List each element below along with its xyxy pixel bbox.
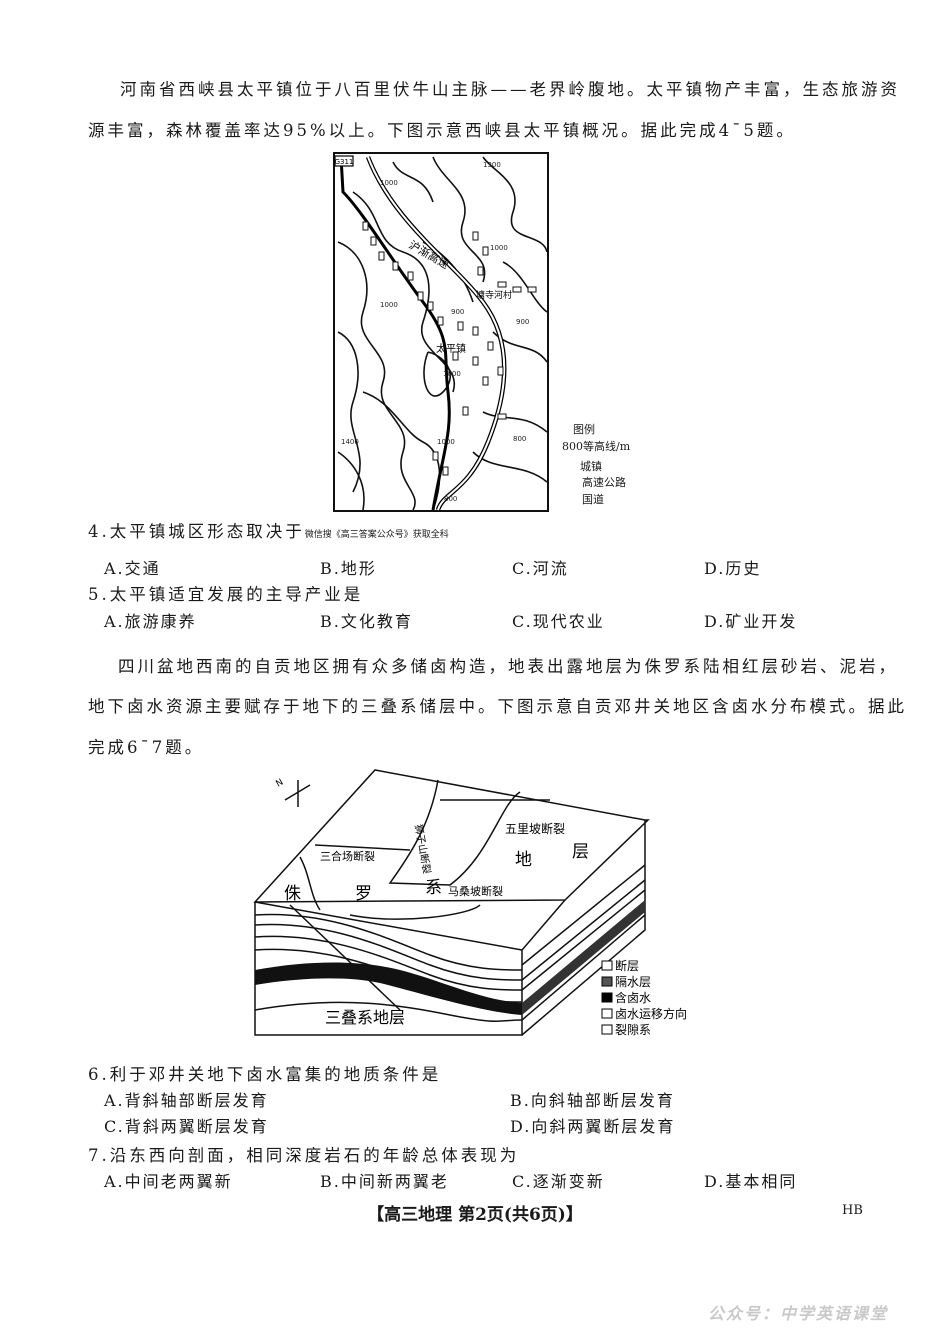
taiping-map: G311 沪渐高速 塘寺河村 太平镇 1300 1000 1000 1000 9… — [333, 152, 549, 512]
paper-code: HB — [842, 1203, 863, 1218]
q5-option-c: C.现代农业 — [512, 612, 605, 631]
q7-option-c: C.逐渐变新 — [512, 1172, 605, 1191]
page-footer: 【高三地理 第2页(共6页)】 — [367, 1205, 583, 1225]
route-shield: G311 — [335, 158, 354, 166]
q4-note: 微信搜《高三答案公众号》获取全科 — [304, 530, 449, 540]
q5-stem: 5.太平镇适宜发展的主导产业是 — [88, 585, 364, 604]
legend-brine-migration: 卤水运移方向 — [615, 1006, 687, 1021]
surface-label: 地 — [515, 850, 532, 870]
q4-option-a: A.交通 — [104, 559, 161, 578]
legend-aquitard: 隔水层 — [615, 975, 651, 989]
contour-label: 1000 — [490, 244, 508, 252]
surface-label: 系 — [425, 878, 442, 898]
legend-fault: 断层 — [615, 958, 639, 973]
town-label: 太平镇 — [436, 342, 466, 355]
surface-label: 罗 — [355, 884, 372, 904]
legend-national-road: 国道 — [582, 493, 604, 506]
passage1-line1: 河南省西峡县太平镇位于八百里伏牛山主脉——老界岭腹地。太平镇物产丰富，生态旅游资 — [120, 80, 900, 99]
passage2-line1: 四川盆地西南的自贡地区拥有众多储卤构造，地表出露地层为侏罗系陆相红层砂岩、泥岩， — [118, 657, 898, 676]
q4-stem: 4.太平镇城区形态取决于微信搜《高三答案公众号》获取全科 — [88, 522, 449, 541]
legend-title: 图例 — [573, 423, 595, 436]
q6-option-c: C.背斜两翼断层发育 — [104, 1117, 269, 1136]
north-arrow-label: N — [275, 778, 286, 790]
contour-label: 1000 — [380, 179, 398, 187]
q6-option-a: A.背斜轴部断层发育 — [104, 1091, 269, 1110]
fault-shizishan: 狮子山断裂 — [412, 823, 433, 874]
passage2-line2: 地下卤水资源主要赋存于地下的三叠系储层中。下图示意自贡邓井关地区含卤水分布模式。… — [88, 697, 907, 716]
contour-label: 1000 — [443, 370, 461, 378]
contour-label: 900 — [451, 308, 464, 316]
contour-label: 1300 — [483, 161, 501, 169]
q7-option-b: B.中间新两翼老 — [320, 1172, 449, 1191]
surface-label: 层 — [572, 842, 589, 862]
contour-label: 800 — [444, 495, 457, 503]
contour-label: 900 — [516, 318, 529, 326]
fault-wulipo: 五里坡断裂 — [505, 821, 565, 836]
q4-option-d: D.历史 — [704, 559, 762, 578]
q4-option-c: C.河流 — [512, 559, 569, 578]
legend-highway: 高速公路 — [582, 476, 626, 489]
q6-option-d: D.向斜两翼断层发育 — [510, 1117, 676, 1136]
surface-label: 侏 — [284, 884, 301, 904]
q6-stem: 6.利于邓井关地下卤水富集的地质条件是 — [88, 1065, 442, 1084]
q5-option-b: B.文化教育 — [320, 612, 413, 631]
passage2-line3: 完成6¯7题。 — [88, 738, 205, 757]
fault-sanhechang: 三合场断裂 — [320, 849, 375, 863]
q7-option-a: A.中间老两翼新 — [104, 1172, 233, 1191]
q5-option-a: A.旅游康养 — [104, 612, 197, 631]
passage1-line2: 源丰富，森林覆盖率达95%以上。下图示意西峡县太平镇概况。据此完成4¯5题。 — [88, 121, 796, 140]
fault-masangpo: 马桑坡断裂 — [448, 884, 503, 898]
q5-option-d: D.矿业开发 — [704, 612, 798, 631]
watermark: 公众号：中学英语课堂 — [708, 1304, 889, 1323]
q7-stem: 7.沿东西向剖面，相同深度岩石的年龄总体表现为 — [88, 1146, 520, 1165]
contour-label: 1000 — [380, 301, 398, 309]
q4-option-b: B.地形 — [320, 559, 377, 578]
contour-label: 1400 — [341, 438, 359, 446]
contour-label: 800 — [513, 435, 526, 443]
legend-brine: 含卤水 — [615, 990, 651, 1005]
legend-contour: 800等高线/m — [562, 440, 631, 453]
q6-option-b: B.向斜轴部断层发育 — [510, 1091, 675, 1110]
contour-label: 1000 — [437, 438, 455, 446]
village-label: 塘寺河村 — [476, 289, 512, 301]
brine-block-diagram: N 五里坡断裂 三合场断裂 狮子山断裂 马桑坡断裂 侏 罗 系 地 层 三叠系地… — [253, 769, 687, 1037]
triassic-label: 三叠系地层 — [325, 1008, 405, 1027]
q7-option-d: D.基本相同 — [704, 1172, 798, 1191]
legend-town: 城镇 — [580, 460, 602, 473]
legend-fracture: 裂隙系 — [615, 1023, 651, 1037]
